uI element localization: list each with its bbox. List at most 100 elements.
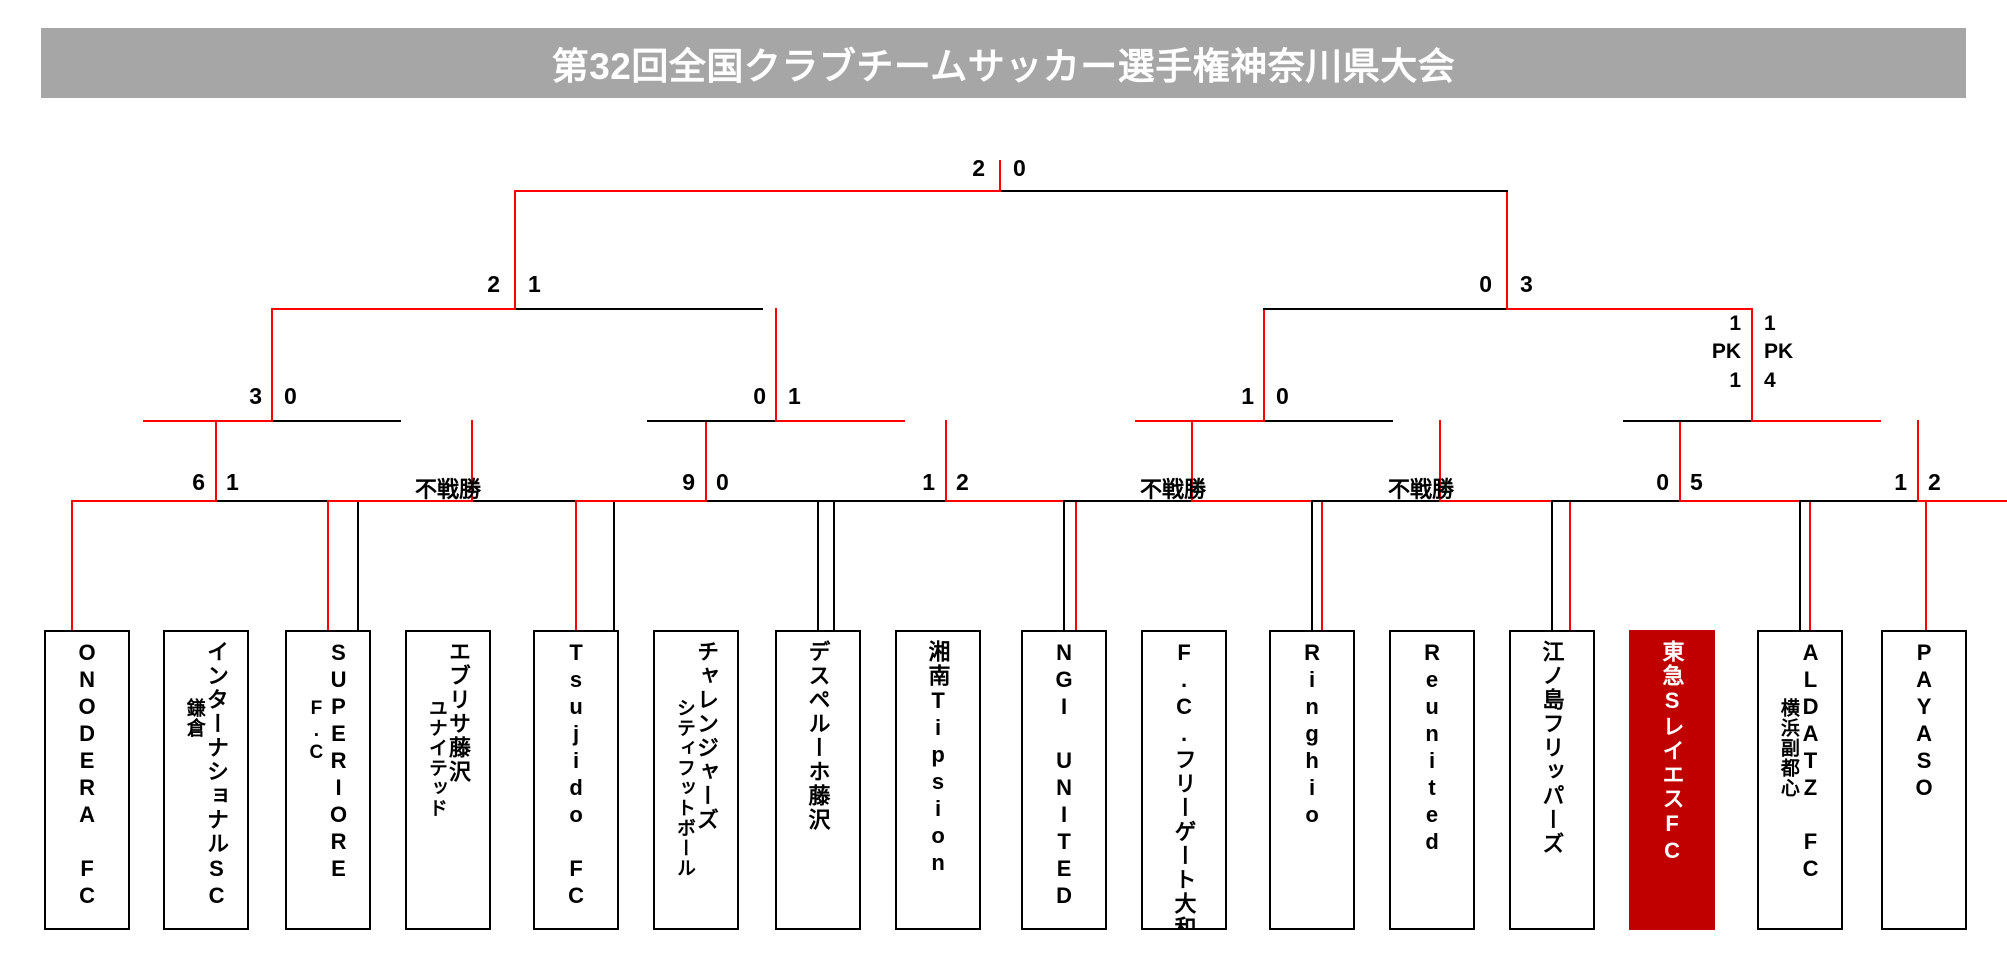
r2m4-left-score: 1 PK 1 <box>1671 310 1741 395</box>
r2m4-crossbar-left <box>1623 420 1753 422</box>
sf2-crossbar-left <box>1263 308 1508 310</box>
r1m8-right-stem <box>1925 500 1927 632</box>
team-name: ALDATZ FC <box>1798 640 1824 883</box>
r2m4-crossbar-right <box>1751 420 1881 422</box>
team-sub: シティフットボール <box>673 698 695 878</box>
r1m7-left-score: 0 <box>1656 469 1669 495</box>
r1m4-up-stem <box>945 420 947 502</box>
sf2-up-stem <box>1506 190 1508 310</box>
r2m2-crossbar-left <box>647 420 777 422</box>
team-box-2[interactable]: インターナショナルSC 鎌倉 <box>163 630 249 930</box>
team-box-7[interactable]: デスペルーホ藤沢 <box>775 630 861 930</box>
r2m4-left-score-regular: 1 <box>1729 312 1741 335</box>
team-box-15[interactable]: ALDATZ FC 横浜副都心 <box>1757 630 1843 930</box>
team-name: 江ノ島フリッパーズ <box>1539 640 1565 856</box>
team-box-3[interactable]: SUPERIORE F.C <box>285 630 371 930</box>
r2m3-crossbar-left <box>1135 420 1265 422</box>
r1m8-crossbar-right <box>1917 500 2007 502</box>
sf2-left-score: 0 <box>1479 271 1492 297</box>
r1m7-up-stem <box>1679 420 1681 502</box>
r2m2-up-stem <box>775 308 777 422</box>
r2m2-left-score: 0 <box>753 383 766 409</box>
r1m2-up-stem <box>471 420 473 502</box>
r2m4-right-score: 1 PK 4 <box>1764 310 1834 395</box>
sf1-left-score: 2 <box>487 271 500 297</box>
team-box-4[interactable]: エブリサ藤沢 ユナイテッド <box>405 630 491 930</box>
r2m1-left-score: 3 <box>249 383 262 409</box>
sf1-right-score: 1 <box>528 271 541 297</box>
r1m2-left-stem <box>327 500 329 632</box>
r1m6-crossbar-left <box>1311 500 1441 502</box>
r1m1-crossbar-left <box>71 500 215 502</box>
r1m2-walkover-label: 不戦勝 <box>415 477 482 502</box>
team-name: エブリサ藤沢 <box>446 640 472 784</box>
r1m3-left-score: 9 <box>682 469 695 495</box>
r1m2-crossbar-left <box>327 500 471 502</box>
r1m4-left-score: 1 <box>922 469 935 495</box>
r1m3-left-stem <box>575 500 577 632</box>
r2m1-crossbar-right <box>271 420 401 422</box>
team-name: Ringhio <box>1299 640 1325 829</box>
r1m6-left-stem <box>1311 500 1313 632</box>
team-name: Tsujido FC <box>563 640 589 910</box>
team-box-5[interactable]: Tsujido FC <box>533 630 619 930</box>
team-name: SUPERIORE <box>326 640 352 883</box>
r1m3-crossbar-left <box>575 500 705 502</box>
r2m3-crossbar-right <box>1263 420 1393 422</box>
team-box-10[interactable]: F.C.フリーゲート大和 <box>1141 630 1227 930</box>
team-box-9[interactable]: NGI UNITED <box>1021 630 1107 930</box>
r1m4-right-stem <box>1075 500 1077 632</box>
sf2-right-score: 3 <box>1520 271 1533 297</box>
r2m3-right-score: 0 <box>1276 383 1289 409</box>
r2m4-left-score-pk-label: PK <box>1711 340 1741 364</box>
team-box-1[interactable]: ONODERA FC <box>44 630 130 930</box>
team-sub: F.C <box>305 698 327 764</box>
r1m2-crossbar-right <box>471 500 615 502</box>
r1m8-left-stem <box>1799 500 1801 632</box>
final-crossbar-left <box>514 190 1001 192</box>
r1m7-left-stem <box>1551 500 1553 632</box>
team-name: デスペルーホ藤沢 <box>805 640 831 832</box>
team-box-13[interactable]: 江ノ島フリッパーズ <box>1509 630 1595 930</box>
team-sub: ユナイテッド <box>425 698 447 818</box>
team-name: PAYASO <box>1911 640 1937 802</box>
r1m6-walkover-label: 不戦勝 <box>1388 477 1455 502</box>
r2m4-right-score-pk: 4 <box>1764 368 1776 392</box>
r2m1-crossbar-left <box>143 420 273 422</box>
r1m3-right-stem <box>833 500 835 632</box>
r2m4-left-score-pk: 1 <box>1729 368 1741 392</box>
r1m3-right-score: 0 <box>716 469 729 495</box>
r1m1-up-stem <box>215 420 217 502</box>
team-name: インターナショナルSC <box>204 640 230 910</box>
page-title: 第32回全国クラブチームサッカー選手権神奈川県大会 <box>551 46 1456 87</box>
r1m1-right-stem <box>357 500 359 632</box>
r1m7-crossbar-left <box>1551 500 1681 502</box>
r1m8-right-score: 2 <box>1928 469 1941 495</box>
team-box-16[interactable]: PAYASO <box>1881 630 1967 930</box>
r1m1-crossbar-right <box>215 500 359 502</box>
r1m5-walkover-label: 不戦勝 <box>1140 477 1207 502</box>
r2m1-up-stem <box>271 308 273 422</box>
title-banner: 第32回全国クラブチームサッカー選手権神奈川県大会 <box>41 28 1966 98</box>
r1m3-up-stem <box>705 420 707 502</box>
r1m1-right-score: 1 <box>226 469 239 495</box>
team-name: NGI UNITED <box>1051 640 1077 910</box>
team-name: ONODERA FC <box>74 640 100 910</box>
team-sub: 鎌倉 <box>183 698 205 738</box>
r1m1-left-stem <box>71 500 73 632</box>
team-box-6[interactable]: チャレンジャーズ シティフットボール <box>653 630 739 930</box>
team-box-11[interactable]: Ringhio <box>1269 630 1355 930</box>
r1m2-right-stem <box>613 500 615 632</box>
r1m6-right-stem <box>1569 500 1571 632</box>
team-box-12[interactable]: Reunited <box>1389 630 1475 930</box>
r1m7-crossbar-right <box>1679 500 1811 502</box>
r1m7-right-stem <box>1809 500 1811 632</box>
r1m5-right-stem <box>1321 500 1323 632</box>
r1m6-up-stem <box>1439 420 1441 502</box>
r2m4-right-score-regular: 1 <box>1764 312 1776 335</box>
r1m4-right-score: 2 <box>956 469 969 495</box>
r2m3-up-stem <box>1263 308 1265 422</box>
team-box-14-champion[interactable]: 東急SレイエスFC <box>1629 630 1715 930</box>
r1m5-crossbar-left <box>1063 500 1193 502</box>
team-box-8[interactable]: 湘南Tipsion <box>895 630 981 930</box>
